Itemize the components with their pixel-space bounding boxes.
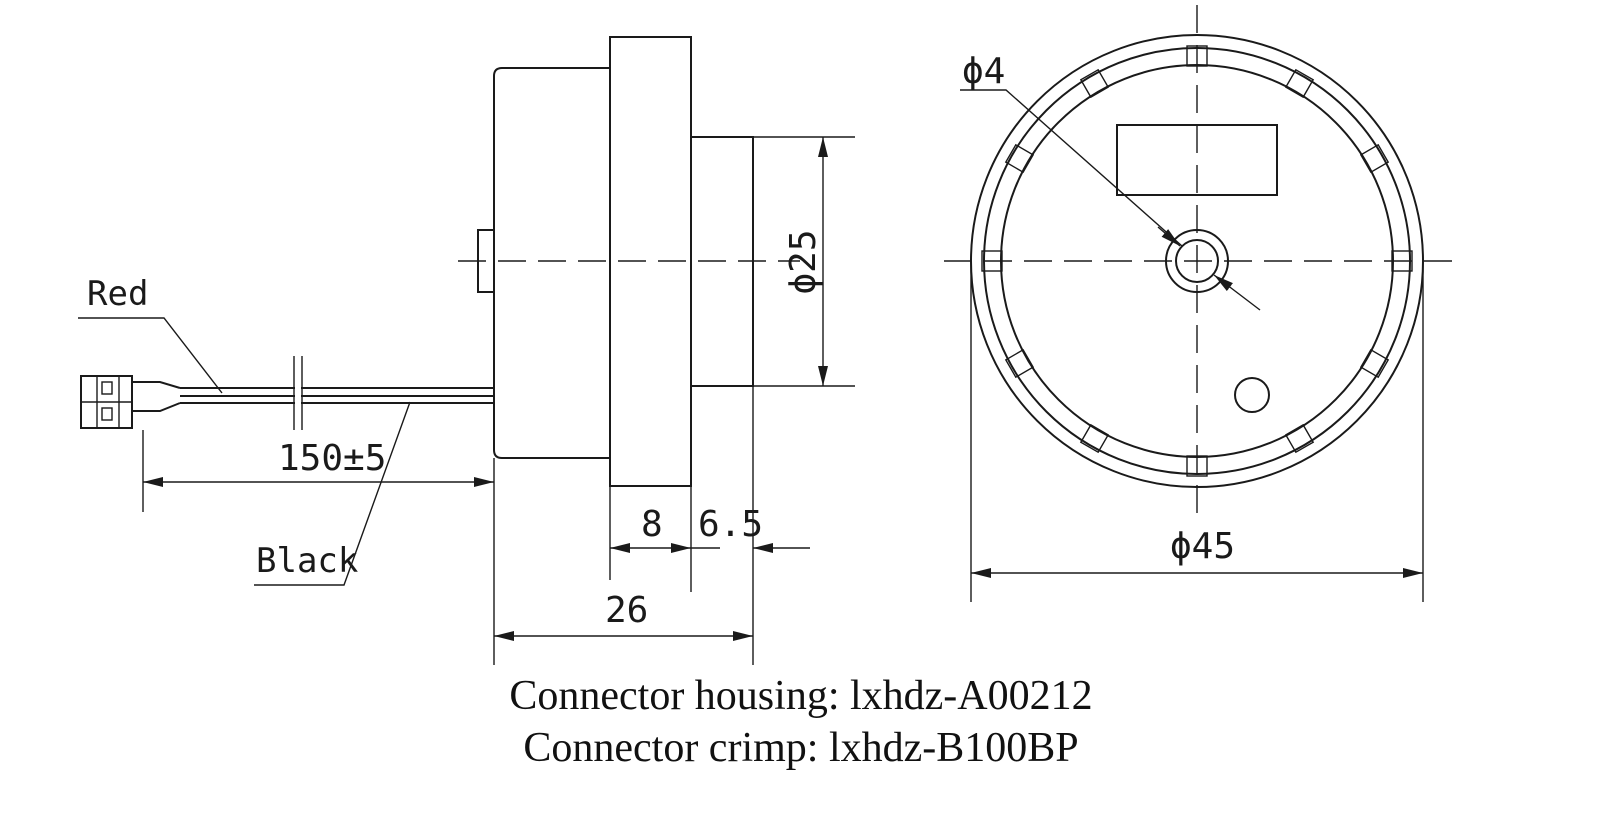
motor-body (493, 67, 610, 459)
outer-diameter-dim: ϕ45 (1170, 526, 1235, 567)
overall-length-dim: 26 (605, 590, 648, 631)
boss-length-dim: 6.5 (698, 504, 763, 545)
boss-diameter-dim: ϕ25 (783, 229, 824, 294)
mounting-hole (1234, 377, 1270, 413)
connector-housing (80, 375, 133, 429)
cable-assembly: Red Black (78, 274, 494, 586)
side-dimensions: 150±5 8 6.5 26 ϕ25 (142, 136, 855, 665)
flange-thickness-dim: 8 (641, 504, 663, 545)
connector-housing-caption: Connector housing: lxhdz-A00212 (509, 673, 1093, 719)
shaft-hole (1175, 239, 1219, 283)
cable-length-dim: 150±5 (278, 438, 386, 479)
black-wire-label: Black (256, 541, 358, 581)
front-view (944, 5, 1455, 515)
red-wire-label: Red (87, 274, 148, 314)
front-dimensions: ϕ4 ϕ45 (960, 51, 1424, 602)
hole-diameter-dim: ϕ4 (962, 51, 1005, 92)
connector-crimp-caption: Connector crimp: lxhdz-B100BP (523, 725, 1079, 771)
side-view (458, 36, 800, 487)
